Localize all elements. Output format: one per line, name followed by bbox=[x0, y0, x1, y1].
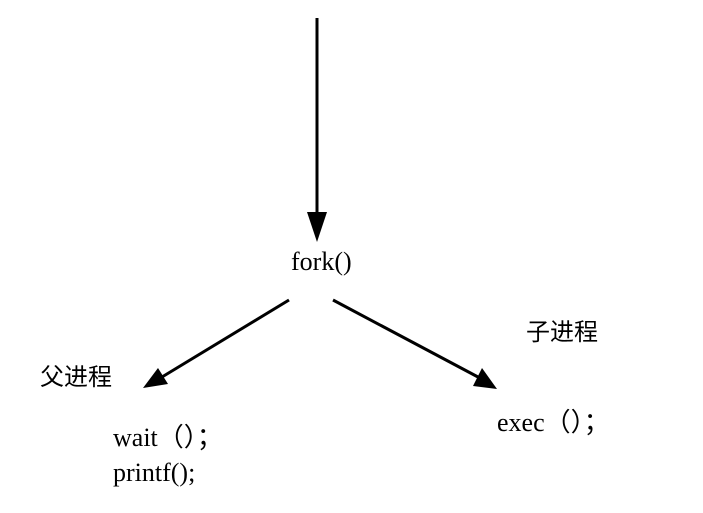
parent-branch-arrow-shaft bbox=[161, 298, 290, 379]
fork-call-label: fork() bbox=[291, 247, 352, 276]
child-branch-arrow-shaft bbox=[332, 298, 479, 379]
parent-code-wait: wait（）； bbox=[113, 423, 223, 452]
child-branch-arrowhead bbox=[473, 368, 497, 389]
child-code-exec: exec（）； bbox=[497, 408, 610, 437]
parent-process-label: 父进程 bbox=[40, 363, 112, 391]
incoming-arrowhead bbox=[307, 212, 327, 242]
child-process-label: 子进程 bbox=[526, 318, 598, 346]
parent-code-printf: printf(); bbox=[113, 458, 196, 487]
parent-branch-arrowhead bbox=[143, 368, 168, 388]
